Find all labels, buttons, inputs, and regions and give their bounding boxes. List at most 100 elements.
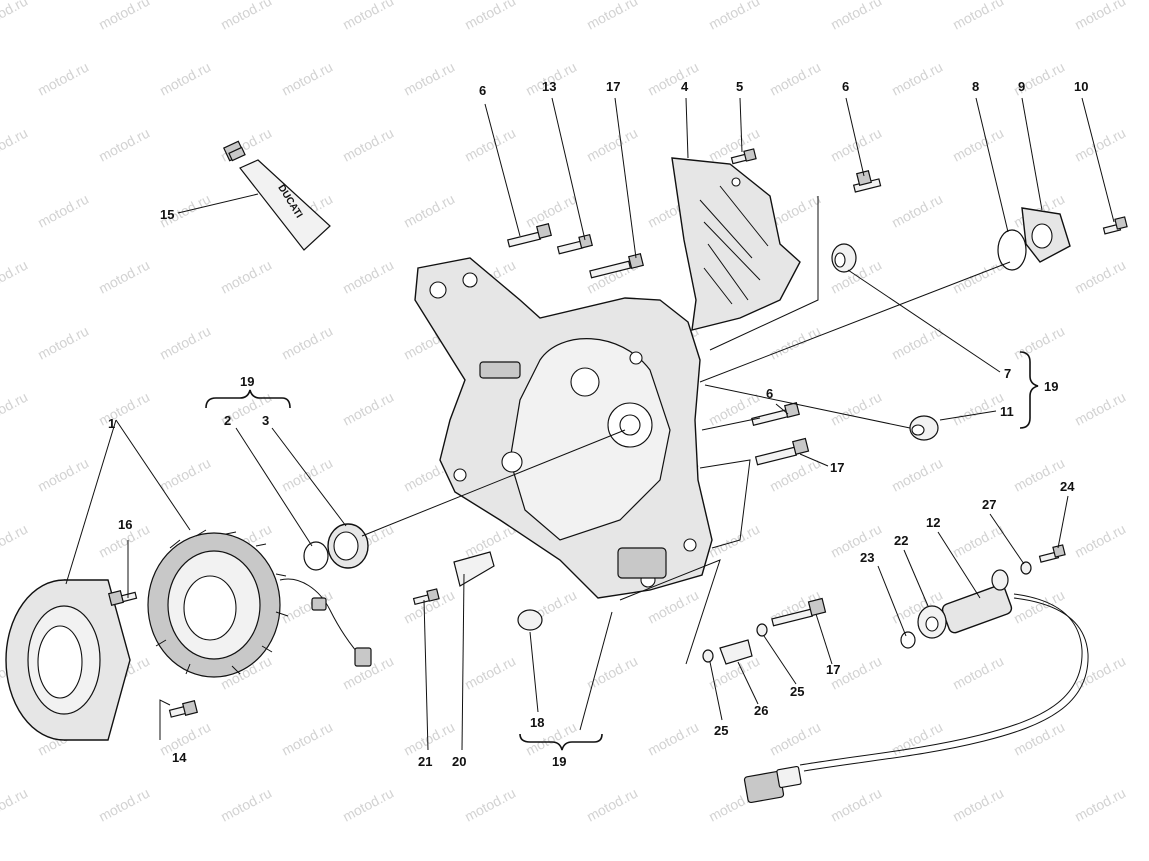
watermark-text: motod.ru: [1072, 389, 1128, 429]
callout-6: 6: [842, 79, 849, 94]
circlip-part-2: [303, 541, 329, 571]
o-ring-part-23: [900, 631, 916, 649]
watermark-text: motod.ru: [1011, 719, 1067, 759]
callout-25: 25: [714, 723, 728, 738]
callout-22: 22: [894, 533, 908, 548]
watermark-text: motod.ru: [584, 785, 640, 825]
flange-cap-part-9: [1021, 207, 1071, 263]
callout-20: 20: [452, 754, 466, 769]
bolt-part-17-low: [771, 597, 827, 627]
callout-27: 27: [982, 497, 996, 512]
watermark-text: motod.ru: [157, 323, 213, 363]
callout-3: 3: [262, 413, 269, 428]
watermark-text: motod.ru: [0, 785, 30, 825]
watermark-text: motod.ru: [950, 785, 1006, 825]
callout-15: 15: [160, 207, 174, 222]
washer-part-25-right: [756, 623, 768, 637]
callout-17: 17: [830, 460, 844, 475]
watermark-text: motod.ru: [950, 257, 1006, 297]
watermark-text: motod.ru: [828, 785, 884, 825]
watermark-text: motod.ru: [584, 653, 640, 693]
callout-6: 6: [766, 386, 773, 401]
watermark-text: motod.ru: [0, 257, 30, 297]
watermark-text: motod.ru: [950, 653, 1006, 693]
watermark-text: motod.ru: [1072, 653, 1128, 693]
callout-12: 12: [926, 515, 940, 530]
watermark-text: motod.ru: [584, 0, 640, 33]
stator-part-1: [147, 529, 372, 678]
watermark-text: motod.ru: [523, 191, 579, 231]
screw-part-16: [107, 589, 138, 607]
watermark-text: motod.ru: [1072, 0, 1128, 33]
rotor-part-1: [5, 579, 131, 741]
callout-2: 2: [224, 413, 231, 428]
bracket-part-20: [453, 551, 495, 587]
watermark-text: motod.ru: [828, 0, 884, 33]
watermark-text: motod.ru: [279, 323, 335, 363]
callout-8: 8: [972, 79, 979, 94]
callout-18: 18: [530, 715, 544, 730]
brace-group-19-bottom: [519, 733, 603, 751]
watermark-text: motod.ru: [889, 59, 945, 99]
watermark-text: motod.ru: [584, 125, 640, 165]
watermark-text: motod.ru: [218, 785, 274, 825]
screw-part-21: [412, 588, 440, 606]
o-ring-part-8: [997, 229, 1027, 271]
watermark-text: motod.ru: [706, 521, 762, 561]
bolt-part-13: [556, 233, 594, 255]
watermark-text: motod.ru: [157, 59, 213, 99]
bolt-part-6-top-left: [507, 222, 553, 248]
mounting-plate-part-22: [917, 605, 947, 639]
watermark-text: motod.ru: [96, 0, 152, 33]
watermark-text: motod.ru: [401, 59, 457, 99]
watermark-text: motod.ru: [0, 0, 30, 33]
washer-part-27: [1020, 561, 1032, 575]
callout-labels: 6 13 17 4 5 6 8 9 10 15 7 19 11 19 6 2 3…: [108, 79, 1088, 769]
watermark-text: motod.ru: [401, 191, 457, 231]
watermark-text: motod.ru: [279, 587, 335, 627]
watermark-text: motod.ru: [35, 455, 91, 495]
watermark-text: motod.ru: [96, 785, 152, 825]
callout-26: 26: [754, 703, 768, 718]
watermark-text: motod.ru: [950, 389, 1006, 429]
watermark-text: motod.ru: [96, 257, 152, 297]
watermark-text: motod.ru: [645, 59, 701, 99]
watermark-text: motod.ru: [1072, 521, 1128, 561]
watermark-text: motod.ru: [950, 125, 1006, 165]
watermark-text: motod.ru: [340, 0, 396, 33]
watermark-text: motod.ru: [645, 719, 701, 759]
callout-25: 25: [790, 684, 804, 699]
watermark-text: motod.ru: [340, 125, 396, 165]
bolt-part-17-top: [589, 252, 645, 279]
callout-5: 5: [736, 79, 743, 94]
callout-21: 21: [418, 754, 432, 769]
watermark-text: motod.ru: [1011, 323, 1067, 363]
watermark-text: motod.ru: [1011, 455, 1067, 495]
callout-10: 10: [1074, 79, 1088, 94]
watermark-text: motod.ru: [340, 785, 396, 825]
watermark-text: motod.ru: [767, 59, 823, 99]
watermark-text: motod.ru: [340, 389, 396, 429]
callout-6: 6: [479, 83, 486, 98]
brace-group-19-right: [1019, 351, 1039, 429]
watermark-text: motod.ru: [279, 719, 335, 759]
callout-14: 14: [172, 750, 187, 765]
bolt-part-17-mid: [754, 437, 810, 466]
pickup-sensor-part-12: [743, 569, 1089, 804]
dowel-part-18: [517, 609, 543, 631]
callout-19: 19: [1044, 379, 1058, 394]
brace-group-19-left: [205, 389, 291, 409]
watermark-text: motod.ru: [889, 323, 945, 363]
watermark-text: motod.ru: [279, 59, 335, 99]
watermark-text: motod.ru: [35, 59, 91, 99]
callout-7: 7: [1004, 366, 1011, 381]
callout-13: 13: [542, 79, 556, 94]
watermark-text: motod.ru: [645, 587, 701, 627]
watermark-text: motod.ru: [462, 125, 518, 165]
watermark-text: motod.ru: [828, 125, 884, 165]
watermark-text: motod.ru: [767, 323, 823, 363]
callout-19: 19: [240, 374, 254, 389]
grease-tube-part-15: DUCATI: [222, 140, 331, 251]
screw-part-14: [168, 699, 199, 718]
